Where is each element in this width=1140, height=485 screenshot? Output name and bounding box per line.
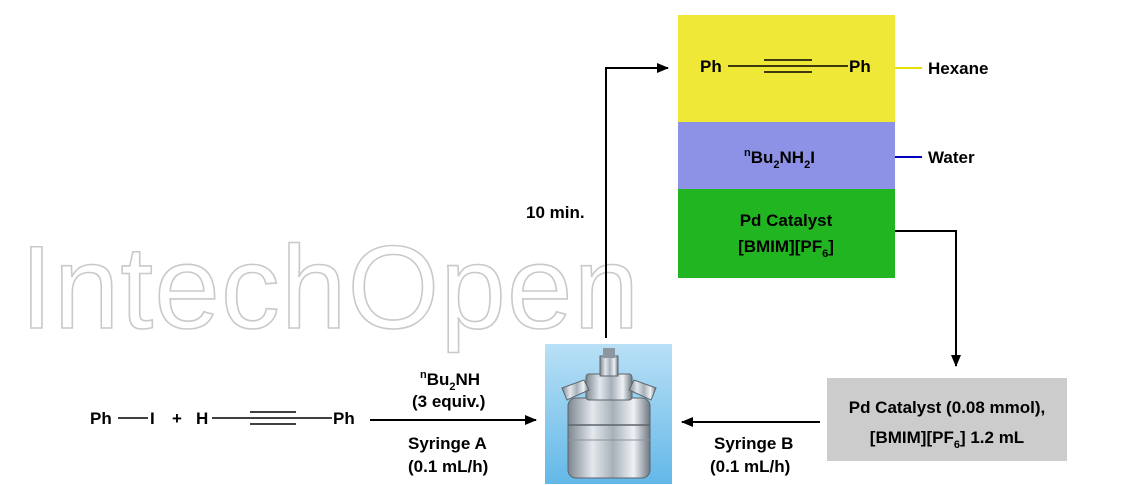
product-ph-right: Ph (849, 57, 871, 76)
ionic-liquid-layer (678, 189, 895, 278)
syringe-b-rate: (0.1 mL/h) (710, 457, 790, 476)
plus-sign: + (172, 409, 182, 428)
reactant1-ph: Ph (90, 409, 112, 428)
ionic-solvent-label: [BMIM][PF6] (738, 237, 834, 260)
transfer-arrow (605, 63, 669, 338)
reactant2-ph: Ph (333, 409, 355, 428)
ammonium-salt: nBu2NH2I (744, 147, 815, 171)
hexane-label: Hexane (928, 59, 988, 78)
product-triple-bond (728, 59, 848, 73)
watermark-text: IntechOpen (20, 222, 640, 354)
water-layer (678, 122, 895, 189)
time-label: 10 min. (526, 203, 585, 222)
syringe-a-rate: (0.1 mL/h) (408, 457, 488, 476)
reactor-image (545, 344, 672, 484)
recycle-arrow (895, 230, 961, 367)
hexane-layer (678, 15, 895, 122)
reactant2-h: H (196, 409, 208, 428)
product-ph-left: Ph (700, 57, 722, 76)
amine-equiv: (3 equiv.) (412, 392, 485, 411)
reactant1-iodine: I (150, 409, 155, 428)
amine-reagent: nBu2NH (420, 369, 480, 393)
catalyst-box (827, 378, 1067, 461)
ionic-catalyst-label: Pd Catalyst (740, 211, 833, 230)
syringe-b-label: Syringe B (714, 434, 793, 453)
syringe-a-label: Syringe A (408, 434, 487, 453)
catalyst-box-line1: Pd Catalyst (0.08 mmol), (849, 398, 1046, 417)
catalyst-box-line2: [BMIM][PF6] 1.2 mL (870, 428, 1024, 451)
reactant2-triple-bond (212, 411, 332, 425)
water-label: Water (928, 148, 975, 167)
